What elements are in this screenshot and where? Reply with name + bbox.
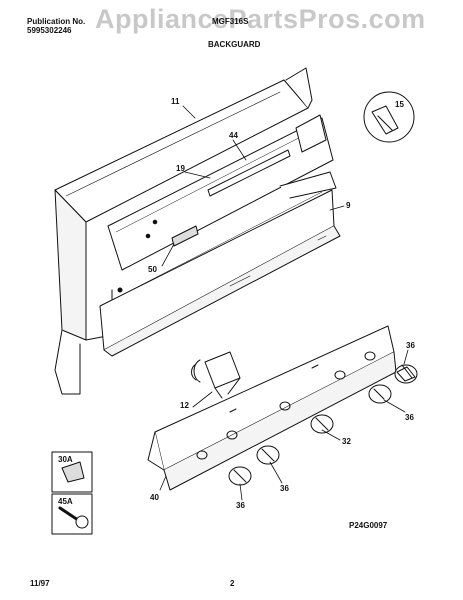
knob-3 [310, 414, 334, 434]
callout-36-a: 36 [406, 341, 415, 350]
footer-date: 11/97 [30, 579, 50, 588]
footer-page-number: 2 [230, 579, 235, 588]
knob-2 [368, 384, 392, 404]
section-title: BACKGUARD [208, 40, 261, 49]
callout-12: 12 [180, 401, 189, 410]
callout-30a: 30A [58, 455, 73, 464]
diagram-part-code: P24G0097 [349, 521, 388, 530]
callout-44: 44 [229, 131, 238, 140]
callout-32: 32 [342, 437, 351, 446]
publication-number: 5995302246 [27, 26, 72, 35]
knob-5 [228, 466, 252, 486]
knob-4 [256, 445, 280, 465]
callout-11: 11 [171, 97, 180, 106]
publication-label: Publication No. [27, 17, 86, 26]
callout-50: 50 [148, 265, 157, 274]
callout-40: 40 [150, 493, 159, 502]
callout-9: 9 [346, 201, 351, 210]
detail-circle [363, 91, 415, 143]
window-glass [107, 114, 334, 271]
inset-45a [51, 493, 93, 535]
knob-1 [394, 364, 418, 384]
backguard-panel [54, 67, 313, 395]
model-number: MGF316S [212, 17, 249, 26]
inset-30a [51, 451, 93, 493]
clock-timer [191, 351, 241, 399]
callout-36-b: 36 [405, 413, 414, 422]
publication-block: Publication No. 5995302246 [27, 17, 85, 35]
callout-15: 15 [395, 100, 404, 109]
callout-19: 19 [176, 164, 185, 173]
watermark: AppliancePartsPros.com [95, 4, 426, 34]
callout-45a: 45A [58, 497, 73, 506]
manifold-bar [147, 325, 397, 491]
leader-lines [159, 105, 409, 501]
callout-36-c: 36 [280, 484, 289, 493]
control-panel [99, 171, 341, 357]
callout-36-d: 36 [236, 501, 245, 510]
